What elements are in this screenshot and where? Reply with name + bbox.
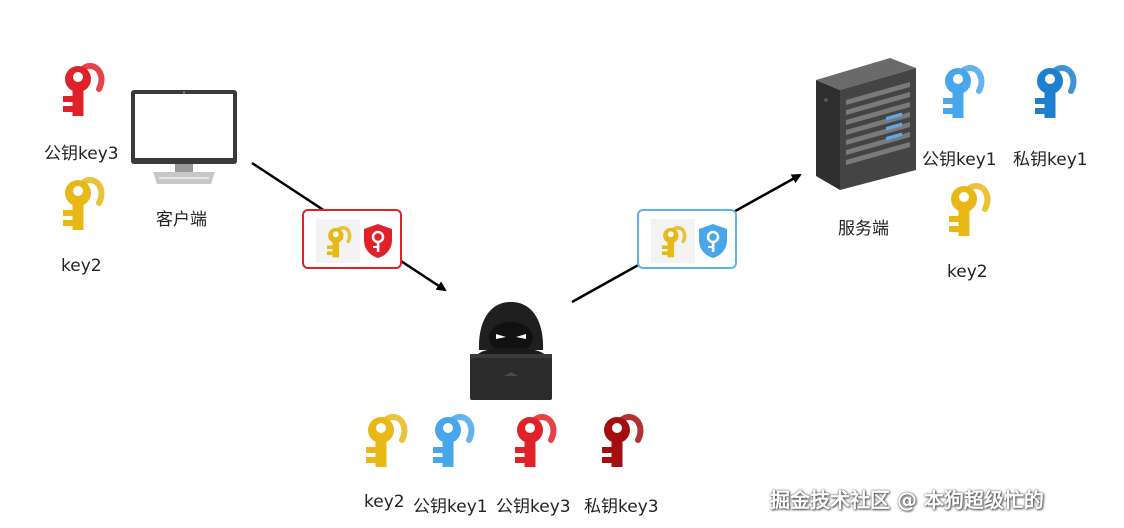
- attacker-key-label: key2: [364, 492, 405, 512]
- key2-icon: [325, 226, 352, 260]
- encrypted-packet-attacker: [637, 209, 737, 269]
- server-label: 服务端: [838, 219, 889, 239]
- hacker-icon: [470, 302, 552, 400]
- key2-icon: [660, 226, 687, 260]
- red-shield-key-icon: [364, 224, 392, 258]
- client-label: 客户端: [156, 210, 207, 230]
- attacker-key-label: 公钥key1: [413, 497, 488, 517]
- server-key2-label: key2: [947, 262, 988, 282]
- monitor-icon: [131, 90, 237, 184]
- server-icon: [816, 58, 916, 190]
- blue-shield-key-icon: [699, 224, 727, 258]
- public-key1-icon: [938, 64, 982, 120]
- attacker-key-label: 私钥key3: [584, 497, 659, 517]
- watermark-text: 掘金技术社区 @ 本狗超级忙的: [770, 488, 1044, 512]
- attacker-key-label: 公钥key3: [496, 497, 571, 517]
- server-private-key1-label: 私钥key1: [1013, 150, 1088, 170]
- client-key2-label: key2: [61, 256, 102, 276]
- private-key3-icon: [597, 413, 641, 469]
- key2-icon: [944, 182, 988, 238]
- public-key3-icon: [510, 413, 554, 469]
- encrypted-packet-client: [302, 209, 402, 269]
- client-public-key3-label: 公钥key3: [44, 144, 119, 164]
- key2-icon: [361, 413, 405, 469]
- server-public-key1-label: 公钥key1: [922, 150, 997, 170]
- private-key1-icon: [1030, 64, 1074, 120]
- public-key1-icon: [428, 413, 472, 469]
